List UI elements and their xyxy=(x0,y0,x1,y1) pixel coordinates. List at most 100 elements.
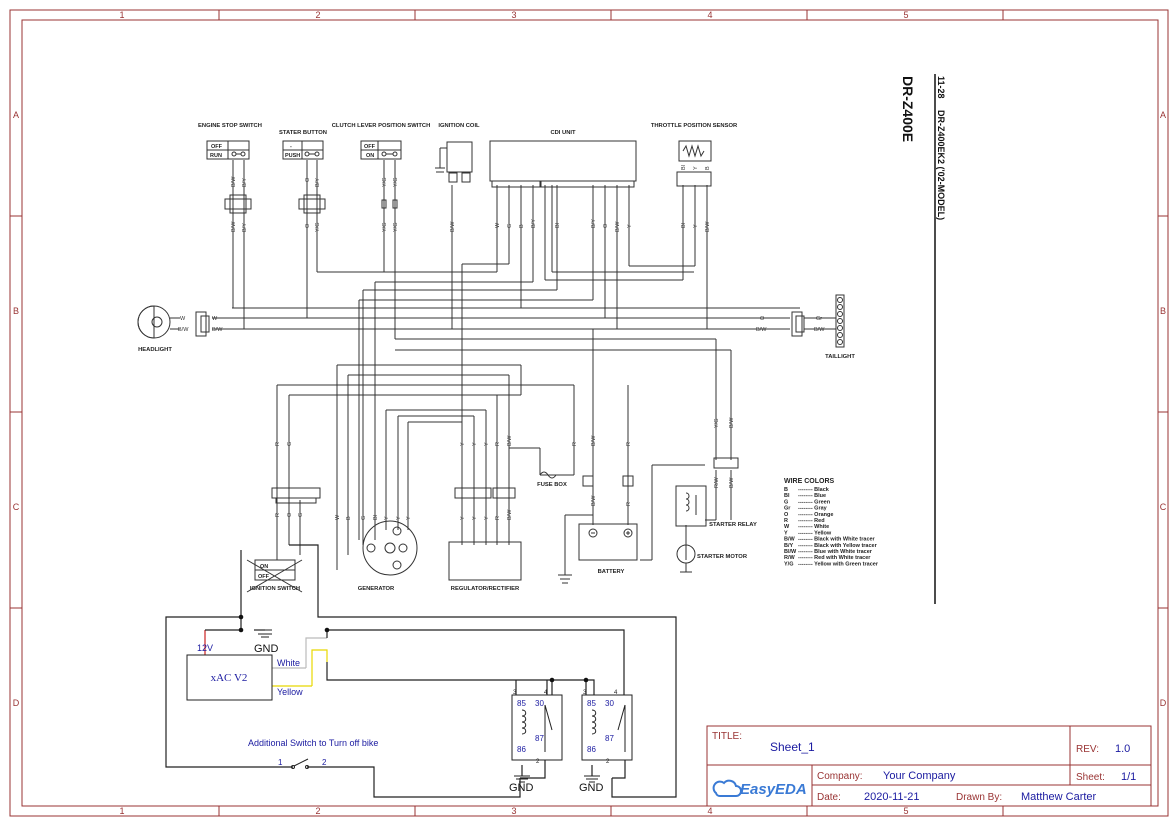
company-value: Your Company xyxy=(883,770,956,782)
ignition-coil xyxy=(435,141,473,183)
svg-text:B/Y: B/Y xyxy=(531,219,537,228)
wire-color-name: -------- Blue with White tracer xyxy=(798,549,873,555)
wire-color-name: -------- Green xyxy=(798,499,831,505)
svg-text:B/Y: B/Y xyxy=(591,219,597,228)
svg-text:OFF: OFF xyxy=(211,144,223,150)
rev-value: 1.0 xyxy=(1115,743,1130,755)
brand-name: EasyEDA xyxy=(740,781,807,798)
row-label: C xyxy=(13,502,20,512)
row-label: D xyxy=(13,698,20,708)
svg-text:B/W: B/W xyxy=(591,495,597,506)
added-switch[interactable] xyxy=(291,758,309,769)
col-label: 2 xyxy=(315,806,320,816)
wire-color-code: Y xyxy=(784,530,788,536)
svg-text:2: 2 xyxy=(536,759,540,765)
switch-pin-1: 1 xyxy=(278,758,283,767)
svg-text:Gr: Gr xyxy=(816,316,822,322)
taillight-label: TAILLIGHT xyxy=(825,354,855,360)
svg-text:PUSH: PUSH xyxy=(285,153,300,159)
svg-text:B/W: B/W xyxy=(231,176,237,187)
svg-text:87: 87 xyxy=(535,734,544,743)
frame-labels: 1 2 3 4 5 1 2 3 4 5 A B C D A B C D xyxy=(13,10,1167,816)
svg-text:-: - xyxy=(290,144,292,150)
svg-text:B/W: B/W xyxy=(729,477,735,488)
yellow-wire-label: Yellow xyxy=(277,687,303,697)
xac-module[interactable]: xAC V2 xyxy=(186,654,273,701)
svg-text:B/Y: B/Y xyxy=(242,223,248,232)
row-label: A xyxy=(13,110,19,120)
svg-text:B/W: B/W xyxy=(507,509,513,520)
svg-text:B/W: B/W xyxy=(591,435,597,446)
wire-color-code: R xyxy=(784,518,788,524)
ignition-switch-symbol xyxy=(246,559,303,593)
title-label: TITLE: xyxy=(712,731,742,742)
svg-text:O: O xyxy=(287,512,293,517)
svg-text:O: O xyxy=(760,316,765,322)
svg-text:R: R xyxy=(495,516,501,520)
svg-text:R: R xyxy=(495,442,501,446)
drawn-by-value: Matthew Carter xyxy=(1021,791,1097,803)
svg-text:B/W: B/W xyxy=(178,327,189,333)
row-label: D xyxy=(1160,698,1167,708)
row-label: B xyxy=(1160,306,1166,316)
svg-text:R: R xyxy=(275,442,281,446)
wire-color-name: -------- Black xyxy=(798,487,830,493)
white-wire-label: White xyxy=(277,658,300,668)
relay-left[interactable]: 85 30 87 86 3 4 2 xyxy=(511,690,563,765)
svg-text:B/W: B/W xyxy=(231,221,237,232)
sheet-label: Sheet: xyxy=(1076,772,1105,783)
wire-color-name: -------- White xyxy=(798,524,829,530)
regulator-symbol xyxy=(448,541,522,581)
relay-right[interactable]: 85 30 87 86 3 4 2 xyxy=(581,690,633,765)
cdi-unit-symbol xyxy=(489,140,637,188)
starter-button-label: STATER BUTTON xyxy=(279,130,327,136)
wire-color-code: O xyxy=(784,512,789,518)
svg-text:RUN: RUN xyxy=(210,153,222,159)
gnd-label: GND xyxy=(509,782,534,794)
wire-color-code: W xyxy=(784,524,790,530)
svg-text:R: R xyxy=(626,442,632,446)
svg-text:W: W xyxy=(495,222,501,228)
svg-text:R: R xyxy=(626,502,632,506)
easyeda-logo: EasyEDA xyxy=(712,779,807,798)
row-label: C xyxy=(1160,502,1167,512)
ignition-switch-label: IGNITION SWITCH xyxy=(250,586,300,592)
clutch-switch xyxy=(360,140,402,209)
svg-text:30: 30 xyxy=(605,699,614,708)
wire-color-name: -------- Red xyxy=(798,518,825,524)
ground-symbol xyxy=(558,574,572,584)
starter-button xyxy=(282,140,326,214)
wire-colors-title: WIRE COLORS xyxy=(784,478,834,485)
wire-color-code: B/W xyxy=(784,537,796,543)
svg-text:85: 85 xyxy=(517,699,526,708)
svg-text:Y: Y xyxy=(472,442,478,446)
gnd-symbols xyxy=(258,629,600,783)
taillight-symbol xyxy=(791,294,845,348)
svg-text:W: W xyxy=(335,514,341,520)
svg-text:Y/G: Y/G xyxy=(315,223,321,232)
switch-caption: Additional Switch to Turn off bike xyxy=(248,738,378,748)
wire-color-code: Bl xyxy=(784,493,790,499)
svg-text:OFF: OFF xyxy=(364,144,376,150)
col-label: 3 xyxy=(511,806,516,816)
cdi-unit-label: CDI UNIT xyxy=(550,130,576,136)
cloud-icon xyxy=(712,779,742,797)
rev-label: REV: xyxy=(1076,744,1099,755)
gnd-label: GND xyxy=(254,643,279,655)
svg-text:Y: Y xyxy=(384,516,390,520)
svg-text:Y/G: Y/G xyxy=(382,178,388,187)
row-label: B xyxy=(13,306,19,316)
starter-relay-symbol xyxy=(675,485,707,527)
headlight-label: HEADLIGHT xyxy=(138,347,172,353)
svg-text:Y: Y xyxy=(396,516,402,520)
fuse-box-label: FUSE BOX xyxy=(537,482,567,488)
svg-text:3: 3 xyxy=(513,690,517,696)
diagram-title: DR-Z400E xyxy=(900,76,916,142)
svg-text:B: B xyxy=(519,224,525,228)
svg-text:86: 86 xyxy=(517,745,526,754)
clutch-switch-label: CLUTCH LEVER POSITION SWITCH xyxy=(332,123,431,129)
starter-motor-symbol xyxy=(676,544,696,573)
svg-text:B: B xyxy=(705,166,711,170)
